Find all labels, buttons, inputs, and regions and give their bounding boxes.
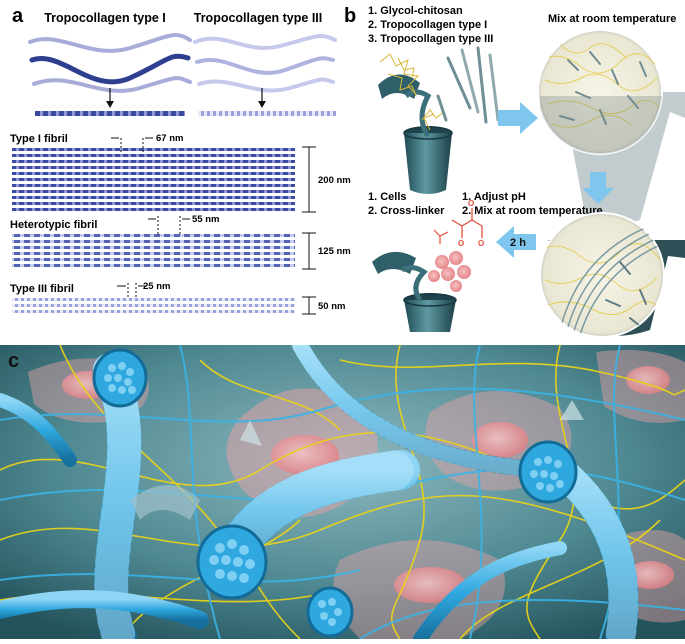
step1-action: Mix at room temperature: [548, 13, 676, 25]
header-tropocollagen-type-3: Tropocollagen type III: [194, 11, 323, 25]
panel-b: b 1. Glycol-chitosan 2. Tropocollagen ty…: [344, 5, 685, 338]
helix-type-1: [35, 111, 185, 116]
panel-c-letter: c: [8, 350, 19, 372]
zoom-bubble-gel-content: [540, 221, 664, 337]
svg-text:O: O: [458, 239, 464, 248]
diameter-type-1: 200 nm: [318, 175, 351, 186]
crosslinker-molecule-small: [433, 229, 449, 244]
time-label: 2 h: [510, 237, 526, 249]
header-tropocollagen-type-1: Tropocollagen type I: [44, 11, 166, 25]
panel-a: a Tropocollagen type I Tropocollagen typ…: [10, 5, 351, 315]
tropocollagen-type-1-molecules: [28, 32, 192, 93]
tube-step1: [378, 74, 453, 194]
fibril-label-heterotypic: Heterotypic fibril: [10, 219, 97, 231]
fibre-cross-section-left: [92, 348, 148, 408]
fibril-type-1: [12, 148, 295, 211]
fibril-heterotypic: [12, 234, 295, 267]
step1-item-3: 3. Tropocollagen type III: [368, 33, 493, 45]
step2-item-1: 1. Adjust pH: [462, 191, 526, 203]
diameter-bracket-type-3: [302, 296, 316, 315]
diameter-bracket-type-1: [302, 146, 316, 213]
period-type-3: 25 nm: [143, 281, 170, 292]
arrow-gel-to-cells: [496, 226, 536, 258]
gel-sheets: [130, 400, 584, 520]
panel-a-letter: a: [12, 5, 24, 27]
arrow-mix-to-gel: [582, 172, 614, 204]
period-marker-heterotypic: [148, 216, 190, 234]
tube-step3: [372, 251, 457, 332]
period-heterotypic: 55 nm: [192, 214, 219, 225]
diameter-type-3: 50 nm: [318, 301, 345, 312]
tropocollagen-rods: [436, 46, 500, 124]
fibre-cross-section-right: [518, 440, 578, 504]
arrowhead-type-1: [106, 101, 114, 108]
svg-text:O: O: [478, 239, 484, 248]
tropocollagen-type-3-molecules: [193, 34, 337, 93]
arrowhead-type-3: [258, 101, 266, 108]
fibril-label-type-1: Type I fibril: [10, 133, 68, 145]
period-type-1: 67 nm: [156, 133, 183, 144]
panel-c: c: [0, 345, 685, 639]
period-marker-type-1: [111, 137, 153, 152]
step1-item-2: 2. Tropocollagen type I: [368, 19, 487, 31]
fibre-cross-section-bottom: [306, 586, 354, 638]
fibre-cross-section-center: [196, 524, 268, 600]
step3-item-1: 1. Cells: [368, 191, 407, 203]
fibril-label-type-3: Type III fibril: [10, 283, 74, 295]
diameter-bracket-heterotypic: [302, 232, 316, 270]
svg-text:O: O: [468, 199, 474, 208]
fibril-type-3: [12, 298, 295, 313]
panel-b-letter: b: [344, 5, 356, 27]
step1-item-1: 1. Glycol-chitosan: [368, 5, 463, 17]
diameter-heterotypic: 125 nm: [318, 246, 351, 257]
helix-type-3: [198, 111, 336, 116]
arrow-step1-to-mix: [498, 102, 538, 134]
cells: [428, 251, 471, 292]
step2-item-2: 2. Mix at room temperature: [462, 205, 603, 217]
step3-item-2: 2. Cross-linker: [368, 205, 445, 217]
period-marker-type-3: [117, 283, 146, 298]
crosslinker-molecule: O O O: [451, 199, 484, 248]
